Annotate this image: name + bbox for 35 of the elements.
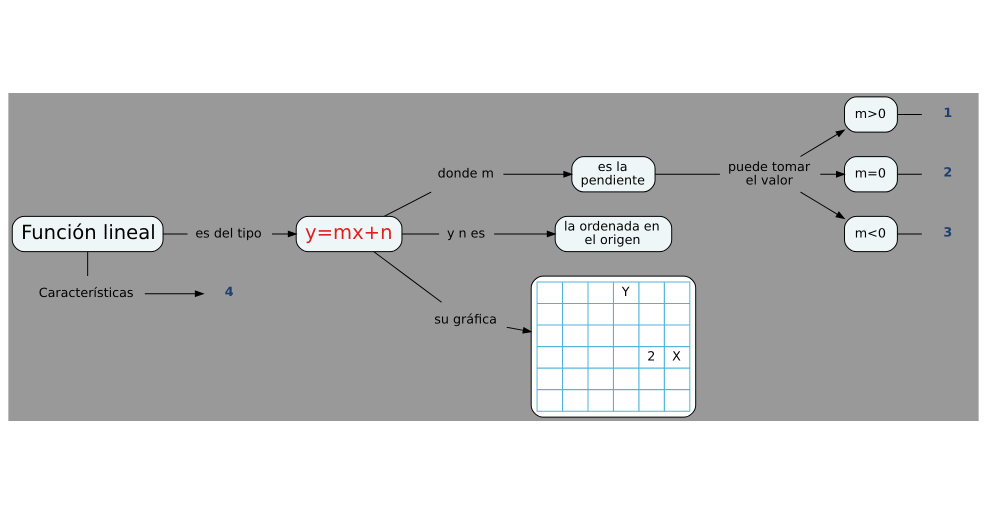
node-box: Y 2 X: [530, 275, 696, 418]
node-box: es la pendiente: [571, 156, 656, 192]
arrow: [506, 326, 533, 334]
node-text: su gráfica: [434, 310, 497, 326]
node-box: m=0: [844, 156, 898, 192]
node-text: 1: [943, 104, 952, 120]
connector: [896, 114, 922, 115]
node-text: y n es: [446, 224, 486, 240]
node-box: m<0: [844, 215, 898, 252]
node-text: 3: [943, 224, 952, 239]
node-text: Características: [38, 284, 134, 300]
connector: [402, 233, 440, 234]
connector: [654, 173, 720, 174]
connector: [373, 250, 442, 302]
node-text: donde m: [438, 165, 494, 180]
arrow: [800, 191, 846, 219]
node-text: es del tipo: [195, 224, 262, 240]
connector: [384, 191, 432, 216]
node-text: 2: [943, 164, 952, 180]
arrow: [820, 170, 846, 178]
connector: [896, 233, 922, 234]
connector: [896, 173, 922, 174]
node-text: puede tomar el valor: [728, 158, 810, 187]
node-box: y=mx+n: [296, 215, 402, 252]
arrow: [800, 128, 846, 156]
arrow: [144, 290, 205, 297]
node-box: la ordenada en el origen: [554, 215, 672, 252]
node-box: m>0: [844, 96, 898, 132]
arrow: [502, 170, 574, 178]
arrow: [272, 230, 298, 237]
connector: [162, 233, 188, 234]
node-box: Función lineal: [12, 215, 164, 252]
connector: [87, 250, 88, 276]
arrow: [494, 230, 557, 237]
node-text: 4: [224, 284, 234, 299]
